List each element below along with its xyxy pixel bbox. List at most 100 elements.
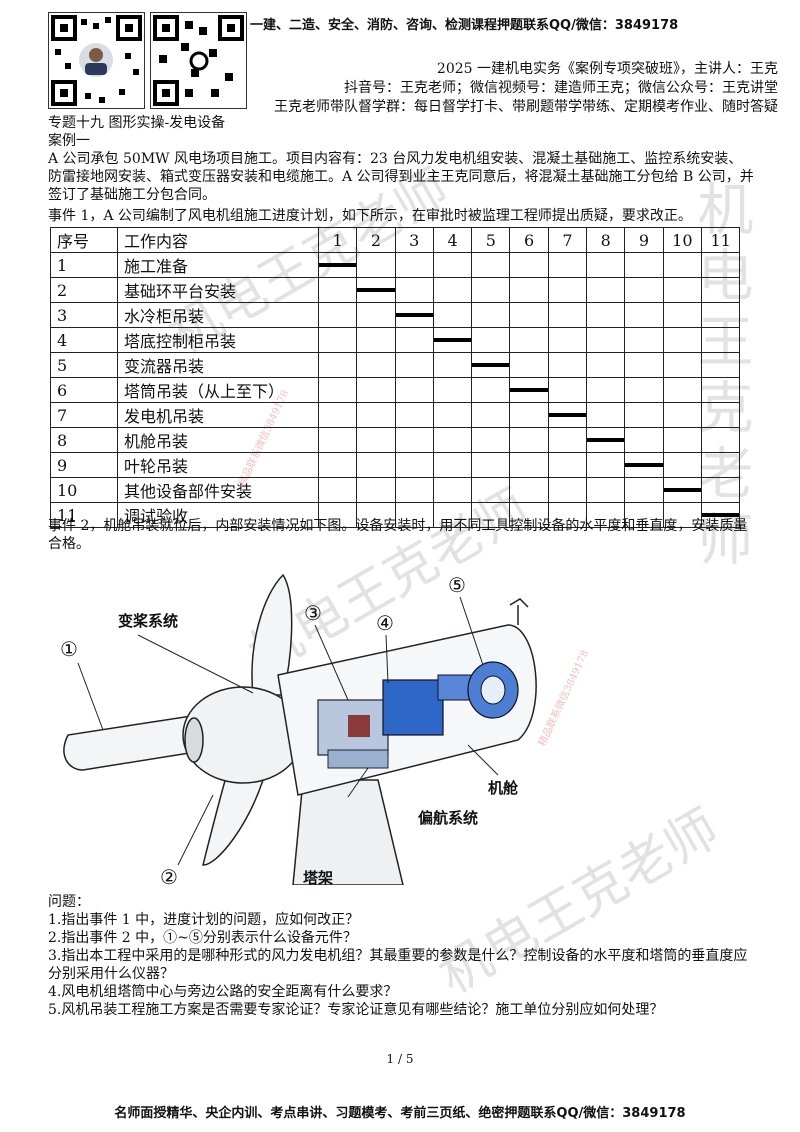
month-cell xyxy=(471,252,511,278)
intro-paragraph: A 公司承包 50MW 风电场项目施工。项目内容有：23 台风力发电机组安装、混… xyxy=(48,151,754,203)
schedule-header-row: 序号 工作内容 1 2 3 4 5 6 7 8 9 10 11 xyxy=(50,227,741,253)
row-work: 发电机吊装 xyxy=(117,402,319,428)
event-2: 事件 2，机舱吊装就位后，内部安装情况如下图。设备安装时，用不同工具控制设备的水… xyxy=(48,518,748,552)
month-cell xyxy=(356,277,396,303)
header-work: 工作内容 xyxy=(117,227,319,253)
schedule-bar xyxy=(357,288,395,292)
header-month: 9 xyxy=(624,227,664,253)
month-cell xyxy=(356,502,396,528)
month-cell xyxy=(471,427,511,453)
month-cell xyxy=(547,327,588,353)
month-cell xyxy=(700,427,741,453)
header-month: 7 xyxy=(547,227,588,253)
label-pitch-system: 变桨系统 xyxy=(118,612,179,630)
month-cell xyxy=(624,452,664,478)
month-cell xyxy=(432,377,473,403)
month-cell xyxy=(432,277,473,303)
month-cell xyxy=(394,427,434,453)
month-cell xyxy=(317,327,358,353)
event-1: 事件 1，A 公司编制了风电机组施工进度计划，如下所示，在审批时被监理工程师提出… xyxy=(48,208,692,224)
month-cell xyxy=(471,402,511,428)
month-cell xyxy=(317,277,358,303)
month-cell xyxy=(394,252,434,278)
row-seq: 9 xyxy=(50,452,118,478)
month-cell xyxy=(624,377,664,403)
header-seq: 序号 xyxy=(50,227,118,253)
case-title: 案例一 xyxy=(48,133,90,149)
row-seq: 7 xyxy=(50,402,118,428)
header-month: 6 xyxy=(509,227,549,253)
month-cell xyxy=(700,352,741,378)
month-cell xyxy=(700,252,741,278)
month-cell xyxy=(662,477,702,503)
month-cell xyxy=(471,352,511,378)
marker-5: ⑤ xyxy=(448,573,466,597)
month-cell xyxy=(586,302,626,328)
month-cell xyxy=(624,402,664,428)
month-cell xyxy=(586,277,626,303)
turbine-drawing xyxy=(63,573,537,886)
row-seq: 5 xyxy=(50,352,118,378)
schedule-bar xyxy=(587,438,625,442)
qr-code-douyin xyxy=(48,12,145,109)
month-cell xyxy=(432,302,473,328)
month-cell xyxy=(356,452,396,478)
month-cell xyxy=(624,477,664,503)
month-cell xyxy=(662,352,702,378)
schedule-bar xyxy=(433,338,472,342)
month-cell xyxy=(624,252,664,278)
month-cell xyxy=(394,502,434,528)
month-cell xyxy=(471,302,511,328)
month-cell xyxy=(662,277,702,303)
month-cell xyxy=(317,427,358,453)
month-cell xyxy=(700,452,741,478)
month-cell xyxy=(509,277,549,303)
month-cell xyxy=(509,427,549,453)
qr-code-wechat xyxy=(150,12,247,109)
marker-3: ③ xyxy=(304,601,322,625)
month-cell xyxy=(471,452,511,478)
month-cell xyxy=(586,252,626,278)
header-month: 1 xyxy=(317,227,358,253)
month-cell xyxy=(662,252,702,278)
month-cell xyxy=(471,277,511,303)
month-cell xyxy=(700,477,741,503)
month-cell xyxy=(471,377,511,403)
month-cell xyxy=(547,402,588,428)
month-cell xyxy=(509,502,549,528)
row-seq: 6 xyxy=(50,377,118,403)
header-month: 5 xyxy=(471,227,511,253)
month-cell xyxy=(586,477,626,503)
month-cell xyxy=(700,402,741,428)
month-cell xyxy=(394,477,434,503)
month-cell xyxy=(317,402,358,428)
month-cell xyxy=(662,452,702,478)
month-cell xyxy=(624,302,664,328)
month-cell xyxy=(509,302,549,328)
schedule-bar xyxy=(395,313,433,317)
month-cell xyxy=(509,402,549,428)
month-cell xyxy=(586,352,626,378)
month-cell xyxy=(586,377,626,403)
header-month: 10 xyxy=(662,227,702,253)
month-cell xyxy=(356,302,396,328)
month-cell xyxy=(509,477,549,503)
month-cell xyxy=(432,352,473,378)
month-cell xyxy=(356,402,396,428)
month-cell xyxy=(700,327,741,353)
schedule-bar xyxy=(472,363,510,367)
header-month: 2 xyxy=(356,227,396,253)
month-cell xyxy=(662,327,702,353)
row-seq: 3 xyxy=(50,302,118,328)
row-work: 变流器吊装 xyxy=(117,352,319,378)
month-cell xyxy=(317,377,358,403)
month-cell xyxy=(317,352,358,378)
label-nacelle: 机舱 xyxy=(488,779,519,797)
